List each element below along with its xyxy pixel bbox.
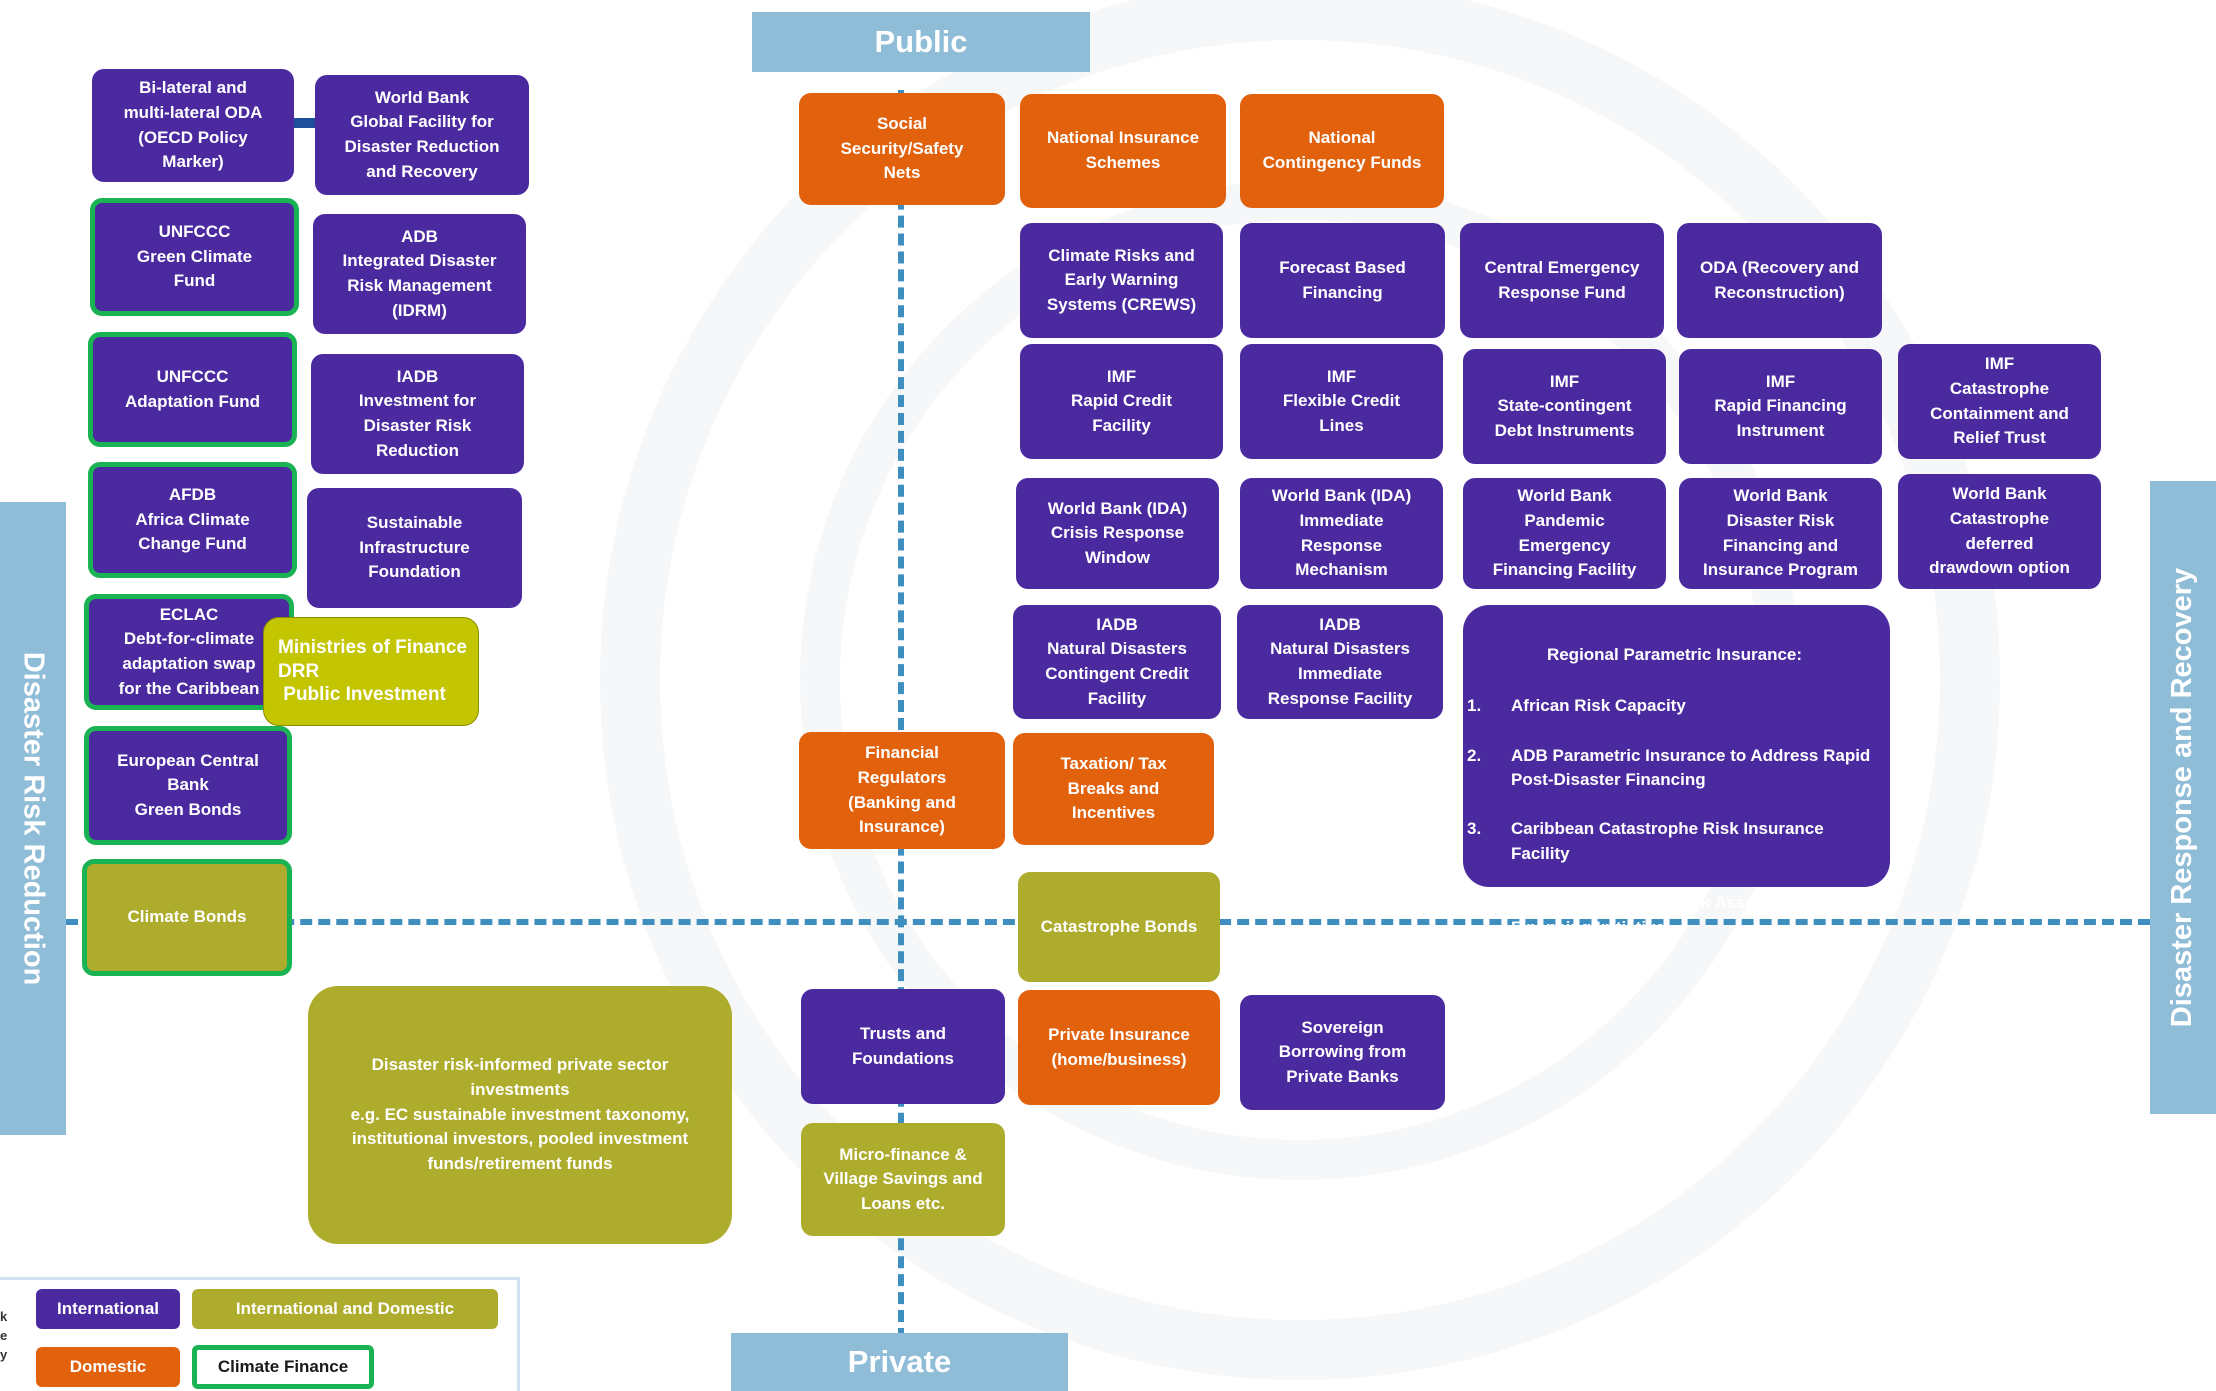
box-afdb: AFDB Africa Climate Change Fund — [88, 462, 297, 578]
regional-item-arc: African Risk Capacity — [1467, 694, 1686, 718]
box-contingency-funds: National Contingency Funds — [1240, 94, 1444, 208]
box-crews: Climate Risks and Early Warning Systems … — [1020, 223, 1223, 338]
box-ministries-of-finance: Ministries of Finance DRR Public Investm… — [263, 617, 479, 726]
box-private-sector-investments: Disaster risk-informed private sector in… — [308, 986, 732, 1244]
box-taxation: Taxation/ Tax Breaks and Incentives — [1013, 733, 1214, 845]
box-oda-recovery: ODA (Recovery and Reconstruction) — [1677, 223, 1882, 338]
axis-disaster-risk-reduction: Disaster Risk Reduction — [0, 502, 66, 1135]
regional-insurance-list: African Risk Capacity ADB Parametric Ins… — [1467, 670, 1882, 966]
box-forecast-financing: Forecast Based Financing — [1240, 223, 1445, 338]
regional-item-ccrif: Caribbean Catastrophe Risk Insurance Fac… — [1467, 817, 1824, 864]
oda-gfdrr-connector — [291, 118, 315, 128]
axis-private: Private — [731, 1333, 1068, 1391]
box-iadb-immediate-response: IADB Natural Disasters Immediate Respons… — [1237, 605, 1443, 719]
box-catastrophe-bonds: Catastrophe Bonds — [1018, 872, 1220, 982]
box-eclac: ECLAC Debt-for-climate adaptation swap f… — [84, 594, 294, 710]
box-oda: Bi-lateral and multi-lateral ODA (OECD P… — [92, 69, 294, 182]
box-financial-regulators: Financial Regulators (Banking and Insura… — [799, 732, 1005, 849]
box-iadb-investment: IADB Investment for Disaster Risk Reduct… — [311, 354, 524, 474]
axis-drr-label: Disaster Risk Reduction — [17, 651, 50, 986]
box-ecb-green-bonds: European Central Bank Green Bonds — [84, 726, 292, 845]
box-imf-rfi: IMF Rapid Financing Instrument — [1679, 349, 1882, 464]
box-national-insurance: National Insurance Schemes — [1020, 94, 1226, 208]
axis-public: Public — [752, 12, 1090, 72]
box-wb-drfi: World Bank Disaster Risk Financing and I… — [1679, 478, 1882, 589]
box-gcf: UNFCCC Green Climate Fund — [90, 198, 299, 316]
regional-insurance-title: Regional Parametric Insurance: — [1546, 645, 1803, 664]
legend-domestic: Domestic — [36, 1347, 180, 1387]
box-regional-parametric-insurance: Regional Parametric Insurance: African R… — [1463, 605, 1890, 937]
box-sif: Sustainable Infrastructure Foundation — [307, 488, 522, 608]
regional-item-adb: ADB Parametric Insurance to Address Rapi… — [1467, 744, 1871, 790]
box-adb-idrm: ADB Integrated Disaster Risk Management … — [313, 214, 526, 334]
box-imf-rcf: IMF Rapid Credit Facility — [1020, 344, 1223, 459]
legend-key-fragment: k e y — [0, 1309, 8, 1362]
box-wb-ida-crw: World Bank (IDA) Crisis Response Window — [1016, 478, 1219, 589]
box-social-security: Social Security/Safety Nets — [799, 93, 1005, 205]
axis-drr-recovery-label: Disaster Response and Recovery — [2166, 567, 2199, 1028]
box-iadb-contingent-credit: IADB Natural Disasters Contingent Credit… — [1013, 605, 1221, 719]
legend-international: International — [36, 1289, 180, 1329]
axis-private-label: Private — [847, 1344, 952, 1379]
box-wb-cat-ddo: World Bank Catastrophe deferred drawdown… — [1898, 474, 2101, 589]
box-imf-state-contingent: IMF State-contingent Debt Instruments — [1463, 349, 1666, 464]
box-wb-pandemic: World Bank Pandemic Emergency Financing … — [1463, 478, 1666, 589]
box-private-insurance: Private Insurance (home/business) — [1018, 990, 1220, 1105]
vertical-dashed-axis — [898, 90, 904, 1340]
box-wb-ida-irm: World Bank (IDA) Immediate Response Mech… — [1240, 478, 1443, 589]
box-imf-fcl: IMF Flexible Credit Lines — [1240, 344, 1443, 459]
box-adaptation-fund: UNFCCC Adaptation Fund — [88, 332, 297, 447]
box-climate-bonds: Climate Bonds — [82, 859, 292, 976]
box-microfinance: Micro-finance & Village Savings and Loan… — [801, 1123, 1005, 1236]
box-trusts-foundations: Trusts and Foundations — [801, 989, 1005, 1104]
box-sovereign-borrowing: Sovereign Borrowing from Private Banks — [1240, 995, 1445, 1110]
box-imf-ccrt: IMF Catastrophe Containment and Relief T… — [1898, 344, 2101, 459]
axis-disaster-response-recovery: Disaster Response and Recovery — [2150, 481, 2216, 1114]
regional-item-pcrafi: Pacific Catastrophe Risk Assessment and … — [1467, 891, 1850, 938]
box-wb-gfdrr: World Bank Global Facility for Disaster … — [315, 75, 529, 195]
legend-international-and-domestic: International and Domestic — [192, 1289, 498, 1329]
axis-public-label: Public — [874, 24, 968, 59]
legend-climate-finance: Climate Finance — [192, 1345, 374, 1389]
box-cerf: Central Emergency Response Fund — [1460, 223, 1664, 338]
